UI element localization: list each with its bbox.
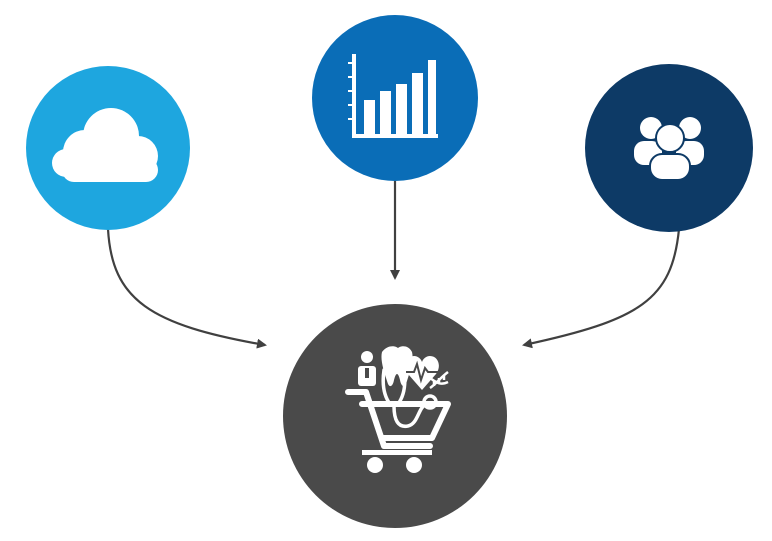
doctor-icon <box>358 351 376 386</box>
cloud-icon <box>52 108 158 182</box>
stethoscope-icon <box>381 368 438 429</box>
analytics-node <box>312 15 478 181</box>
cart-icon <box>345 389 451 449</box>
connector-people-to-cart <box>522 228 681 349</box>
medical-shopping-cart-icon <box>345 346 451 473</box>
people-group-icon <box>634 117 704 181</box>
dna-icon <box>429 371 449 390</box>
bar-chart-icon <box>348 54 438 138</box>
connector-cloud-to-cart <box>106 228 267 349</box>
cloud-node <box>26 66 190 230</box>
heart-pulse-icon <box>405 356 439 390</box>
healthcare-cart-node <box>283 304 507 528</box>
people-node <box>585 64 753 232</box>
